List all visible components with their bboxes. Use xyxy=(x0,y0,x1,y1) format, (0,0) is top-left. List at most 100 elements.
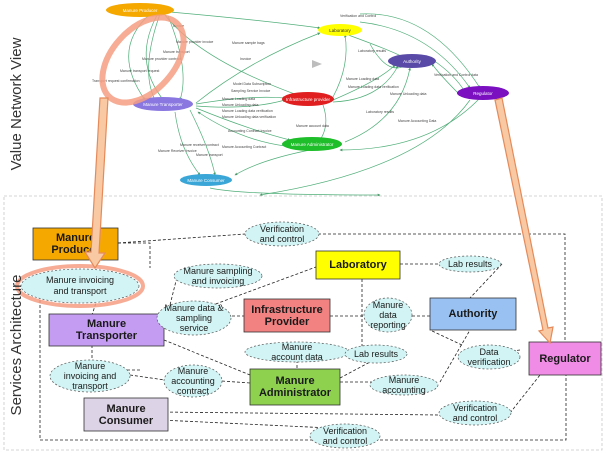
service-lab-results-mid-label: Lab results xyxy=(353,349,399,359)
service-verification-top-label: Verification and control xyxy=(259,224,305,244)
box-manure-consumer-label: Manure Consumer xyxy=(98,402,154,427)
box-manure-transporter-label: Manure Transporter xyxy=(75,318,138,342)
box-authority xyxy=(429,297,517,331)
edge-label: Manure Loading data xyxy=(346,77,379,81)
service-verification-top xyxy=(244,221,320,247)
service-lab-results-right-label: Lab results xyxy=(447,259,493,269)
service-lab-results-mid xyxy=(344,344,408,364)
highlight-ring-top xyxy=(99,14,187,106)
edge-label: Manure Receiver Invoice xyxy=(158,149,197,153)
edge-label: Manure provider invoice xyxy=(176,40,213,44)
box-laboratory xyxy=(315,250,401,280)
value-network-view: Manure Producer Laboratory Authority Inf… xyxy=(8,3,509,197)
network-node-authority-label: Authority xyxy=(403,59,422,64)
network-node-administrator-label: Manure Administrator xyxy=(291,142,334,147)
services-architecture-label: Services Architecture xyxy=(8,275,25,416)
box-infrastructure-provider-label: Infrastructure Provider xyxy=(251,303,323,328)
edge-label: Manure Accounting Data xyxy=(398,119,436,123)
service-invoicing-transport-left xyxy=(49,359,131,393)
network-node-consumer-label: Manure Consumer xyxy=(187,178,225,183)
edge-label: Invoice xyxy=(240,57,251,61)
service-accounting-contract xyxy=(163,364,223,398)
service-accounting-label: Manure accounting xyxy=(382,375,426,395)
service-lab-results-right xyxy=(438,255,502,273)
edge-label: Manure transport xyxy=(196,153,223,157)
service-ellipses xyxy=(20,221,521,449)
edge-label: Sampling Service Invoice xyxy=(231,89,270,93)
edge-label: Manure transport xyxy=(163,50,190,54)
edge-label: Transport request confirmation xyxy=(92,79,140,83)
box-laboratory-label: Laboratory xyxy=(329,259,387,271)
service-verification-bottom xyxy=(309,423,381,449)
box-regulator xyxy=(528,341,602,376)
service-verification-bottom-label: Verification and control xyxy=(322,426,368,446)
service-data-sampling xyxy=(156,300,232,336)
network-node-authority xyxy=(388,54,436,68)
edge-label: Manure sample bags xyxy=(232,41,265,45)
edge-label: Manure Loading data verification xyxy=(348,85,399,89)
service-verification-right xyxy=(438,400,512,426)
box-manure-consumer xyxy=(83,397,169,432)
network-node-transporter-label: Manure Transporter xyxy=(143,102,183,107)
edge-label: Manure receiver contract xyxy=(180,143,219,147)
network-node-producer xyxy=(106,3,174,17)
service-data-reporting-label: Manure data reporting xyxy=(370,300,406,330)
service-data-reporting xyxy=(363,297,413,333)
box-manure-producer-label: Manure Producer xyxy=(51,232,100,256)
edge-label: Laboratory results xyxy=(358,49,386,53)
network-node-administrator xyxy=(282,137,342,151)
edge-label: Model Data Subscription xyxy=(233,82,271,86)
network-node-laboratory xyxy=(318,24,362,36)
mapping-arrow-right xyxy=(494,97,554,345)
network-node-consumer xyxy=(180,174,232,186)
service-verification-right-label: Verification and control xyxy=(452,403,498,423)
edge-label: Verification and Control data xyxy=(434,73,478,77)
network-edge-labels: Verification and Control Invoice Manure … xyxy=(92,14,478,157)
edge-label: Manure Unloading data xyxy=(222,103,258,107)
network-node-regulator xyxy=(457,86,509,100)
box-regulator-label: Regulator xyxy=(539,352,591,365)
service-accounting xyxy=(369,374,439,396)
box-manure-administrator xyxy=(249,368,341,406)
box-authority-label: Authority xyxy=(448,308,498,320)
service-invoicing-transport-label: Manure invoicing and transport xyxy=(45,275,115,296)
edge-label: Accounting Contract Invoice xyxy=(228,129,272,133)
network-node-infrastructure-label: Infrastructure provider xyxy=(286,97,331,102)
network-node-regulator-label: Regulator xyxy=(473,91,493,96)
box-manure-transporter xyxy=(48,313,165,347)
edge-label: Verification and Control xyxy=(340,14,376,18)
box-manure-administrator-label: Manure Administrator xyxy=(258,375,332,399)
service-invoicing-transport-left-label: Manure invoicing and transport xyxy=(63,361,117,391)
edge-label: Manure transport request xyxy=(120,69,159,73)
mapping-arrows xyxy=(83,97,554,345)
highlight-ring-bottom xyxy=(15,264,145,308)
mapping-arrow-left xyxy=(83,97,109,270)
edge-label: Manure account data xyxy=(296,124,329,128)
edge-label: Manure Unloading data verification xyxy=(222,115,276,119)
service-sampling-invoicing-label: Manure sampling and invoicing xyxy=(183,266,253,286)
edge-label: Manure Loading data xyxy=(222,97,255,101)
network-node-producer-label: Manure Producer xyxy=(123,8,158,13)
network-arrow-icon xyxy=(312,60,322,68)
architecture-frame xyxy=(3,195,603,451)
edge-label: Manure provider contract xyxy=(142,57,181,61)
network-node-laboratory-label: Laboratory xyxy=(329,28,351,33)
service-labels: Verification and control Manure invoicin… xyxy=(45,224,511,446)
service-data-verification xyxy=(457,344,521,370)
service-data-verification-label: Data verification xyxy=(467,347,511,367)
value-network-view-label: Value Network View xyxy=(8,37,25,170)
service-invoicing-transport xyxy=(20,268,140,304)
box-infrastructure-provider xyxy=(243,298,331,333)
edge-label: Manure Unloading data xyxy=(390,92,426,96)
service-sampling-invoicing xyxy=(173,263,263,289)
network-node-infrastructure xyxy=(282,92,334,106)
edge-label: Manure Accounting Contract xyxy=(222,145,266,149)
service-data-sampling-label: Manure data & sampling service xyxy=(164,303,224,333)
edge-label: Manure Loading data verification xyxy=(222,109,273,113)
edge-label: Laboratory results xyxy=(366,110,394,114)
service-accounting-contract-label: Manure accounting contract xyxy=(171,366,215,396)
service-account-data-label: Manure account data xyxy=(271,342,323,362)
network-node-transporter xyxy=(133,97,193,111)
